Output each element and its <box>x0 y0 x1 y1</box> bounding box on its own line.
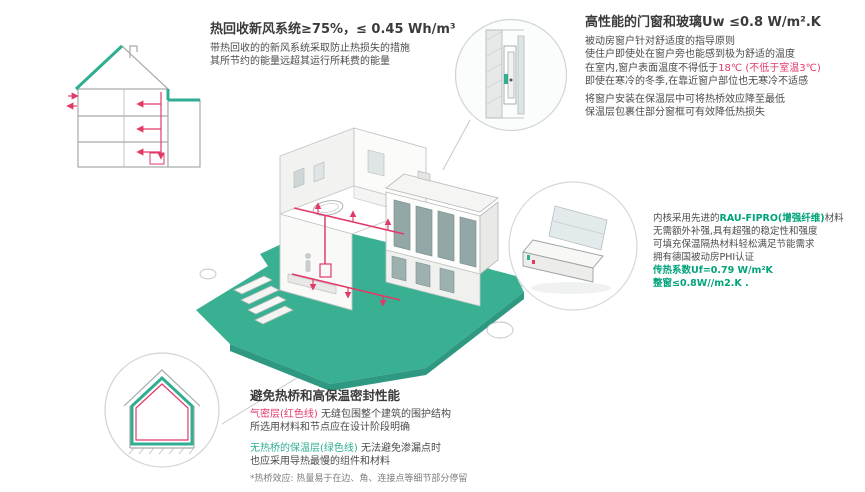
thermal-line: 所选用材料和节点应在设计阶段明确 <box>250 422 410 434</box>
rooftop-unit <box>417 170 431 182</box>
airtight-red-line <box>135 383 189 441</box>
hrv-title: 热回收新风系统≥75%，≤ 0.45 Wh/m³ <box>210 22 456 37</box>
thermal-line: 也应采用导热最慢的组件和材料 <box>250 456 390 468</box>
thermal-line-text: 无缝包围整个建筑的围护结构 <box>317 409 451 420</box>
insulation-green-line <box>130 375 194 446</box>
window-section-magnifier <box>454 18 568 132</box>
profile-teal-mark <box>527 255 530 260</box>
windows-title: 高性能的门窗和玻璃Uw ≤0.8 W/m².K <box>585 15 821 30</box>
heat-recovery-cross-section-illustration <box>66 44 201 168</box>
ground-floor-doors <box>391 255 455 294</box>
thermal-footnote: *热桥效应: 热量易于在边、角、连接点等细节部分停留 <box>250 473 468 484</box>
windows-line: 将窗户安装在保温层中可将热桥效应降至最低 <box>585 93 785 105</box>
window-section-detail <box>485 29 525 119</box>
profile-red-mark <box>532 260 535 264</box>
thermal-section: 避免热桥和高保温密封性能 气密层(红色线) 无缝包围整个建筑的围护结构 所选用材… <box>250 388 580 485</box>
ventilation-ducts <box>291 202 405 307</box>
thermal-line: 气密层(红色线) 无缝包围整个建筑的围护结构 <box>250 408 580 421</box>
profile-section: 内核采用先进的RAU-FIPRO(增强纤维)材料 无需额外补强,具有超强的稳定性… <box>653 212 863 290</box>
airtight-layer-label: 气密层(红色线) <box>250 409 318 420</box>
thermal-title: 避免热桥和高保温密封性能 <box>250 388 401 403</box>
window-panes <box>393 199 477 268</box>
profile-uw-value: 整窗≤0.8W//m2.K . <box>653 278 749 289</box>
thermal-line: 无热桥的保温层(绿色线) 无法避免渗漏点时 <box>250 442 580 455</box>
windows-line: 即使在寒冷的冬季,在靠近窗户部位也无寒冷不适感 <box>585 76 809 88</box>
house-walls <box>278 127 500 311</box>
thermal-line-text: 无法避免渗漏点时 <box>357 442 441 454</box>
thermal-envelope-magnifier <box>104 352 220 468</box>
windows-line: 使住户即使处在窗户旁也能感到极为舒适的温度 <box>585 49 795 61</box>
thermal-house-outline <box>123 369 201 455</box>
windows-line-text: 在室内,窗户表面温度不得低于 <box>585 62 719 74</box>
bush-icon <box>199 268 514 339</box>
profile-line: 拥有德国被动房PHI认证 <box>653 252 755 263</box>
profile-uf-value: 传热系数Uf=0.79 W/m²K <box>653 265 773 276</box>
profile-line-green: RAU-FIPRO(增强纤维) <box>719 213 825 224</box>
gasket-teal <box>504 74 508 84</box>
profile-line-text: 内核采用先进的 <box>653 213 720 224</box>
frame-profile-magnifier <box>508 181 638 311</box>
windows-section: 高性能的门窗和玻璃Uw ≤0.8 W/m².K 被动房窗户针对舒适度的指导原则 … <box>585 15 863 119</box>
windows-line: 保温层包裹住部分窗框可有效降低热损失 <box>585 107 765 119</box>
hrv-line: 其所节约的能量远超其运行所耗费的能量 <box>210 56 390 68</box>
windows-line: 在室内,窗户表面温度不得低于18℃ (不低于室温3℃) <box>585 62 863 75</box>
windows-line-red: 18℃ (不低于室温3℃) <box>718 62 821 74</box>
windows-line: 被动房窗户针对舒适度的指导原则 <box>585 36 735 47</box>
ground-hatching <box>128 447 195 455</box>
profile-line: 可填充保温隔热材料轻松满足节能需求 <box>653 239 815 250</box>
garden-stairs <box>233 275 294 325</box>
insulation-lines <box>74 44 200 102</box>
passive-house-isometric-illustration <box>196 127 524 391</box>
frame-profile-detail <box>522 205 611 294</box>
profile-line: 无需额外补强,具有超强的稳定性和强度 <box>653 226 818 237</box>
hrv-device <box>149 152 165 165</box>
airflow-arrows <box>66 92 165 165</box>
hrv-line: 带热回收的的新风系统采取防止热损失的措施 <box>210 43 410 54</box>
person-figure <box>305 253 311 272</box>
profile-line: 内核采用先进的RAU-FIPRO(增强纤维)材料 <box>653 212 863 225</box>
insulation-layer-label: 无热桥的保温层(绿色线) <box>250 442 358 454</box>
hrv-section: 热回收新风系统≥75%，≤ 0.45 Wh/m³ 带热回收的的新风系统采取防止热… <box>210 22 490 69</box>
profile-line-text: 材料 <box>824 213 844 224</box>
